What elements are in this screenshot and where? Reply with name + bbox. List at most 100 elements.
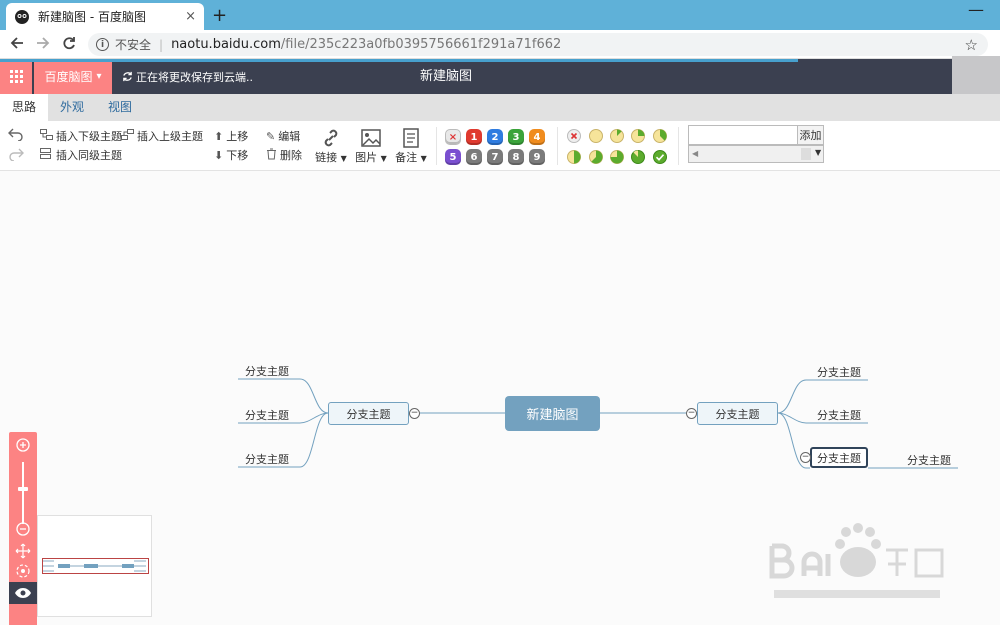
left-sub-node[interactable]: 分支主题 — [245, 408, 289, 422]
mindmap-canvas[interactable]: 新建脑图 分支主题 − 分支主题 − 分支主题 分支主题 分支主题 分支主题 分… — [0, 172, 1000, 625]
insert-sibling-button[interactable]: 插入同级主题 — [40, 147, 122, 163]
undo-icon[interactable] — [8, 127, 24, 145]
link-button[interactable]: 链接 ▼ — [311, 127, 351, 165]
progress-1-icon[interactable] — [610, 129, 624, 143]
tab-appearance[interactable]: 外观 — [60, 100, 85, 114]
progress-2-icon[interactable] — [631, 129, 645, 143]
edit-button[interactable]: ✎ 编辑 — [266, 128, 300, 144]
insert-sibling-icon — [40, 148, 53, 162]
new-tab-button[interactable]: + — [212, 5, 228, 26]
insert-child-button[interactable]: 插入下级主题 — [40, 128, 122, 144]
progress-clear-icon[interactable] — [567, 129, 581, 143]
move-down-button[interactable]: ⬇ 下移 — [214, 147, 248, 163]
priority-8-button[interactable]: 8 — [508, 149, 524, 165]
tab-idea[interactable]: 思路 — [0, 94, 49, 121]
chevron-down-icon[interactable]: ▼ — [815, 148, 822, 157]
progress-3-icon[interactable] — [653, 129, 667, 143]
insert-parent-label: 插入上级主题 — [137, 130, 203, 143]
edit-label: 编辑 — [278, 130, 301, 143]
redo-icon[interactable] — [8, 147, 24, 165]
tab-view[interactable]: 视图 — [108, 100, 133, 114]
brand-menu-button[interactable]: 百度脑图 ▾ — [34, 59, 112, 94]
zoom-out-button[interactable] — [15, 521, 31, 537]
right-sub-node[interactable]: 分支主题 — [817, 365, 861, 379]
tag-input[interactable] — [688, 125, 798, 145]
tab-close-icon[interactable]: × — [185, 9, 196, 24]
insert-parent-button[interactable]: 插入上级主题 — [121, 128, 203, 144]
tag-select[interactable]: ◀ ▼ — [688, 145, 824, 163]
grandchild-node[interactable]: 分支主题 — [907, 453, 951, 467]
locate-root-icon[interactable] — [15, 563, 31, 579]
info-icon[interactable]: i — [96, 38, 109, 51]
security-label: 不安全 — [115, 38, 152, 52]
priority-9-button[interactable]: 9 — [529, 149, 545, 165]
root-node[interactable]: 新建脑图 — [505, 396, 600, 431]
url-omnibox[interactable]: i 不安全 | naotu.baidu.com/file/235c223a0fb… — [88, 33, 988, 56]
browser-tab-bar: 新建脑图 - 百度脑图 × + — — [0, 0, 1000, 30]
right-sub-node-selected[interactable]: 分支主题 — [810, 447, 868, 468]
browser-tab[interactable]: 新建脑图 - 百度脑图 × — [6, 3, 204, 30]
scroll-left-icon[interactable]: ◀ — [692, 149, 699, 158]
zoom-in-button[interactable] — [15, 437, 31, 453]
progress-7-icon[interactable] — [631, 150, 645, 164]
address-bar: i 不安全 | naotu.baidu.com/file/235c223a0fb… — [0, 30, 1000, 59]
toggle-navigator-button[interactable] — [9, 582, 37, 604]
left-sub-node[interactable]: 分支主题 — [245, 452, 289, 466]
progress-done-icon[interactable] — [653, 150, 667, 164]
link-label: 链接 — [315, 151, 338, 164]
navigator-viewport[interactable] — [42, 558, 149, 574]
document-title[interactable]: 新建脑图 — [419, 69, 472, 84]
brand-label: 百度脑图 — [44, 70, 93, 84]
eye-icon — [15, 588, 31, 598]
collapse-icon[interactable]: − — [409, 408, 420, 419]
priority-clear-button[interactable]: × — [445, 129, 461, 145]
bookmark-star-icon[interactable]: ☆ — [964, 35, 978, 54]
insert-parent-icon — [121, 129, 134, 143]
image-caret-icon: ▼ — [380, 154, 387, 163]
left-sub-node[interactable]: 分支主题 — [245, 364, 289, 378]
progress-6-icon[interactable] — [610, 150, 624, 164]
toolbar-divider — [678, 127, 679, 165]
progress-0-icon[interactable] — [589, 129, 603, 143]
note-button[interactable]: 备注 ▼ — [391, 127, 431, 165]
zoom-slider-knob[interactable] — [18, 487, 28, 491]
url-host: naotu.baidu.com — [171, 37, 281, 52]
priority-1-button[interactable]: 1 — [466, 129, 482, 145]
collapse-icon[interactable]: − — [686, 408, 697, 419]
trash-icon — [266, 148, 277, 163]
reload-icon[interactable] — [56, 35, 82, 54]
priority-6-button[interactable]: 6 — [466, 149, 482, 165]
delete-button[interactable]: 删除 — [266, 147, 302, 163]
minimap-preview — [42, 560, 146, 572]
move-canvas-icon[interactable] — [15, 543, 31, 559]
grid-icon — [9, 70, 23, 83]
navigator-minimap[interactable] — [37, 515, 152, 617]
right-main-node[interactable]: 分支主题 — [697, 402, 778, 425]
left-main-node[interactable]: 分支主题 — [328, 402, 409, 425]
move-down-label: 下移 — [226, 149, 249, 162]
move-up-button[interactable]: ⬆ 上移 — [214, 128, 248, 144]
forward-arrow-icon[interactable] — [30, 35, 56, 54]
priority-3-button[interactable]: 3 — [508, 129, 524, 145]
zoom-panel — [9, 432, 37, 625]
progress-5-icon[interactable] — [589, 150, 603, 164]
tag-add-button[interactable]: 添加 — [798, 125, 824, 145]
right-sub-node[interactable]: 分支主题 — [817, 408, 861, 422]
note-icon — [391, 127, 431, 149]
app-menu-button[interactable] — [0, 59, 32, 94]
image-button[interactable]: 图片 ▼ — [351, 127, 391, 165]
url-path: /file/235c223a0fb0395756661f291a71f662 — [280, 37, 562, 52]
user-avatar[interactable] — [952, 56, 1000, 99]
priority-2-button[interactable]: 2 — [487, 129, 503, 145]
back-arrow-icon[interactable] — [4, 35, 30, 54]
priority-4-button[interactable]: 4 — [529, 129, 545, 145]
arrow-down-icon: ⬇ — [214, 148, 224, 162]
zoom-slider-track[interactable] — [22, 462, 24, 524]
priority-5-button[interactable]: 5 — [445, 149, 461, 165]
connector-lines — [238, 378, 958, 469]
scroll-thumb[interactable] — [801, 148, 811, 160]
window-minimize-button[interactable]: — — [968, 0, 984, 19]
progress-4-icon[interactable] — [567, 150, 581, 164]
priority-7-button[interactable]: 7 — [487, 149, 503, 165]
collapse-icon[interactable]: − — [800, 452, 811, 463]
